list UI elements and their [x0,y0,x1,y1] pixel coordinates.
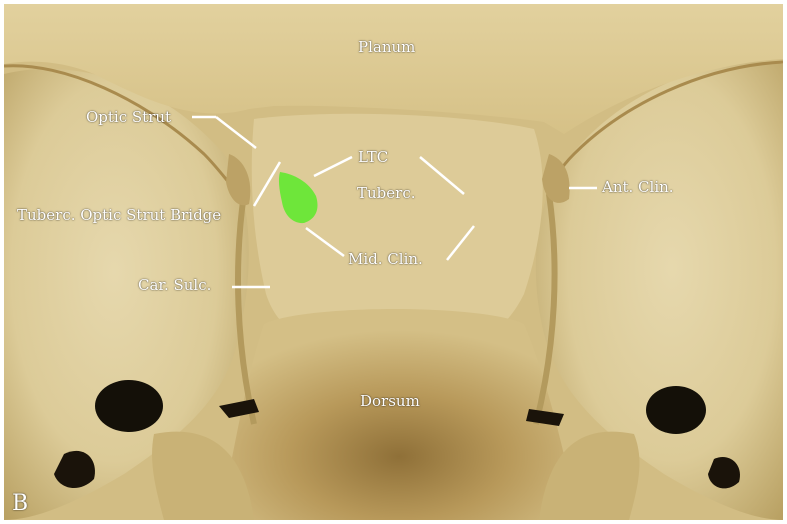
label-ltc: LTC [358,148,389,166]
pointer-optic-strut-2 [215,116,257,149]
left-anterior-clinoid [226,154,251,206]
left-petrous-apex [152,431,254,520]
pointer-mid-clin-left [305,226,345,258]
right-petrous-apex [539,431,640,520]
left-carotid-groove [235,193,257,425]
label-planum: Planum [358,38,416,56]
tuberc-optic-strut-bridge-highlight [278,172,318,224]
pointer-mid-clin-right [446,225,475,261]
right-foramen-spinosum [708,456,740,489]
right-carotid-groove [533,193,558,425]
sella-region [251,113,543,356]
right-anterior-clinoid [542,154,570,203]
label-tuberc-optic-strut-bridge: Tuberc. Optic Strut Bridge [17,206,222,224]
left-foramen-ovale [95,380,163,432]
label-ant-clin: Ant. Clin. [602,178,674,196]
dorsum-region [219,309,579,520]
pointer-ltc-right [419,156,465,195]
left-foramen-lacerum [219,399,259,418]
pointer-lines [192,115,597,289]
planum-region [4,4,783,134]
label-car-sulc: Car. Sulc. [138,276,212,294]
label-tuberc: Tuberc. [357,184,416,202]
right-middle-fossa [535,62,783,520]
label-mid-clin: Mid. Clin. [348,250,423,268]
label-dorsum: Dorsum [360,392,420,410]
pointer-ltc-left [313,155,353,178]
skull-base-photograph [4,4,783,520]
left-lesser-wing-edge [4,64,241,196]
right-foramen-lacerum [526,409,564,426]
label-optic-strut: Optic Strut [86,108,172,126]
left-foramen-spinosum [54,450,95,489]
pointer-bridge [252,161,282,207]
panel-letter: B [12,491,29,516]
left-middle-fossa [4,68,249,520]
right-foramen-ovale [646,386,706,434]
